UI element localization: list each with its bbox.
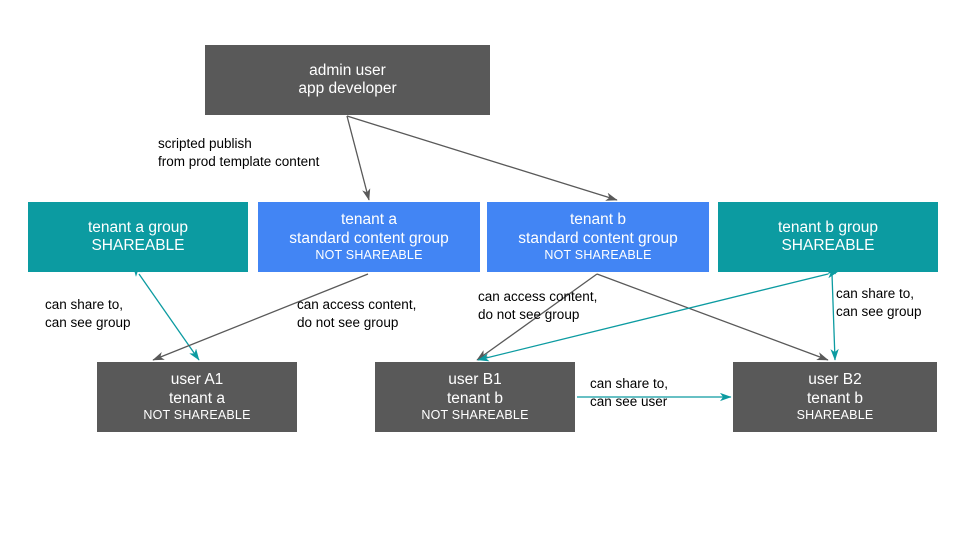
edge-tenant-b-content-to-user-b2 [596,273,829,361]
node-user-b1-line-2: tenant b [446,389,504,407]
node-admin-user-line-1: admin user [309,61,386,79]
node-user-b2-line-1: user B2 [808,371,862,389]
node-tenant-a-standard-content-group-line-3: NOT SHAREABLE [315,247,423,262]
edge-label-can-share-to-can-see-group-left: can share to, can see group [45,297,131,331]
edge-label-can-access-content-do-not-see-group-a: can access content, do not see group [297,297,417,331]
node-user-b2-line-2: tenant b [806,389,864,407]
node-user-b1-line-1: user B1 [448,371,502,389]
node-tenant-b-standard-content-group-line-3: NOT SHAREABLE [544,247,652,262]
edge-label-can-share-to-can-see-group-right: can share to, can see group [836,286,922,320]
edge-label-can-access-content-do-not-see-group-b: can access content, do not see group [478,289,598,323]
edge-label-can-share-to-can-see-user: can share to, can see user [590,376,669,410]
edge-tenant-a-group-to-user-a1 [132,264,200,361]
node-user-b2-line-3: SHAREABLE [796,407,874,422]
node-tenant-a-group-line-1: tenant a group [88,218,188,236]
node-tenant-b-standard-content-group-line-2: standard content group [518,229,678,247]
node-user-b1-line-3: NOT SHAREABLE [421,407,529,422]
node-tenant-a-standard-content-group-line-1: tenant a [340,211,398,229]
node-tenant-a-group-line-2: SHAREABLE [91,237,185,254]
node-user-a1-line-1: user A1 [170,371,224,389]
node-admin-user-line-2: app developer [298,80,397,97]
node-tenant-b-standard-content-group-line-1: tenant b [569,211,627,229]
edge-label-scripted-publish: scripted publish from prod template cont… [158,136,320,170]
node-user-a1-line-3: NOT SHAREABLE [143,407,251,422]
node-tenant-a-standard-content-group-line-2: standard content group [289,229,449,247]
edge-admin-to-tenant-b-content [346,115,618,201]
edge-admin-to-tenant-a-content [346,115,371,201]
node-tenant-b-group-line-2: SHAREABLE [781,237,875,254]
node-user-a1-line-2: tenant a [168,389,226,407]
node-tenant-b-group-line-1: tenant b group [778,218,878,236]
edge-tenant-b-group-to-user-b2 [827,262,839,361]
